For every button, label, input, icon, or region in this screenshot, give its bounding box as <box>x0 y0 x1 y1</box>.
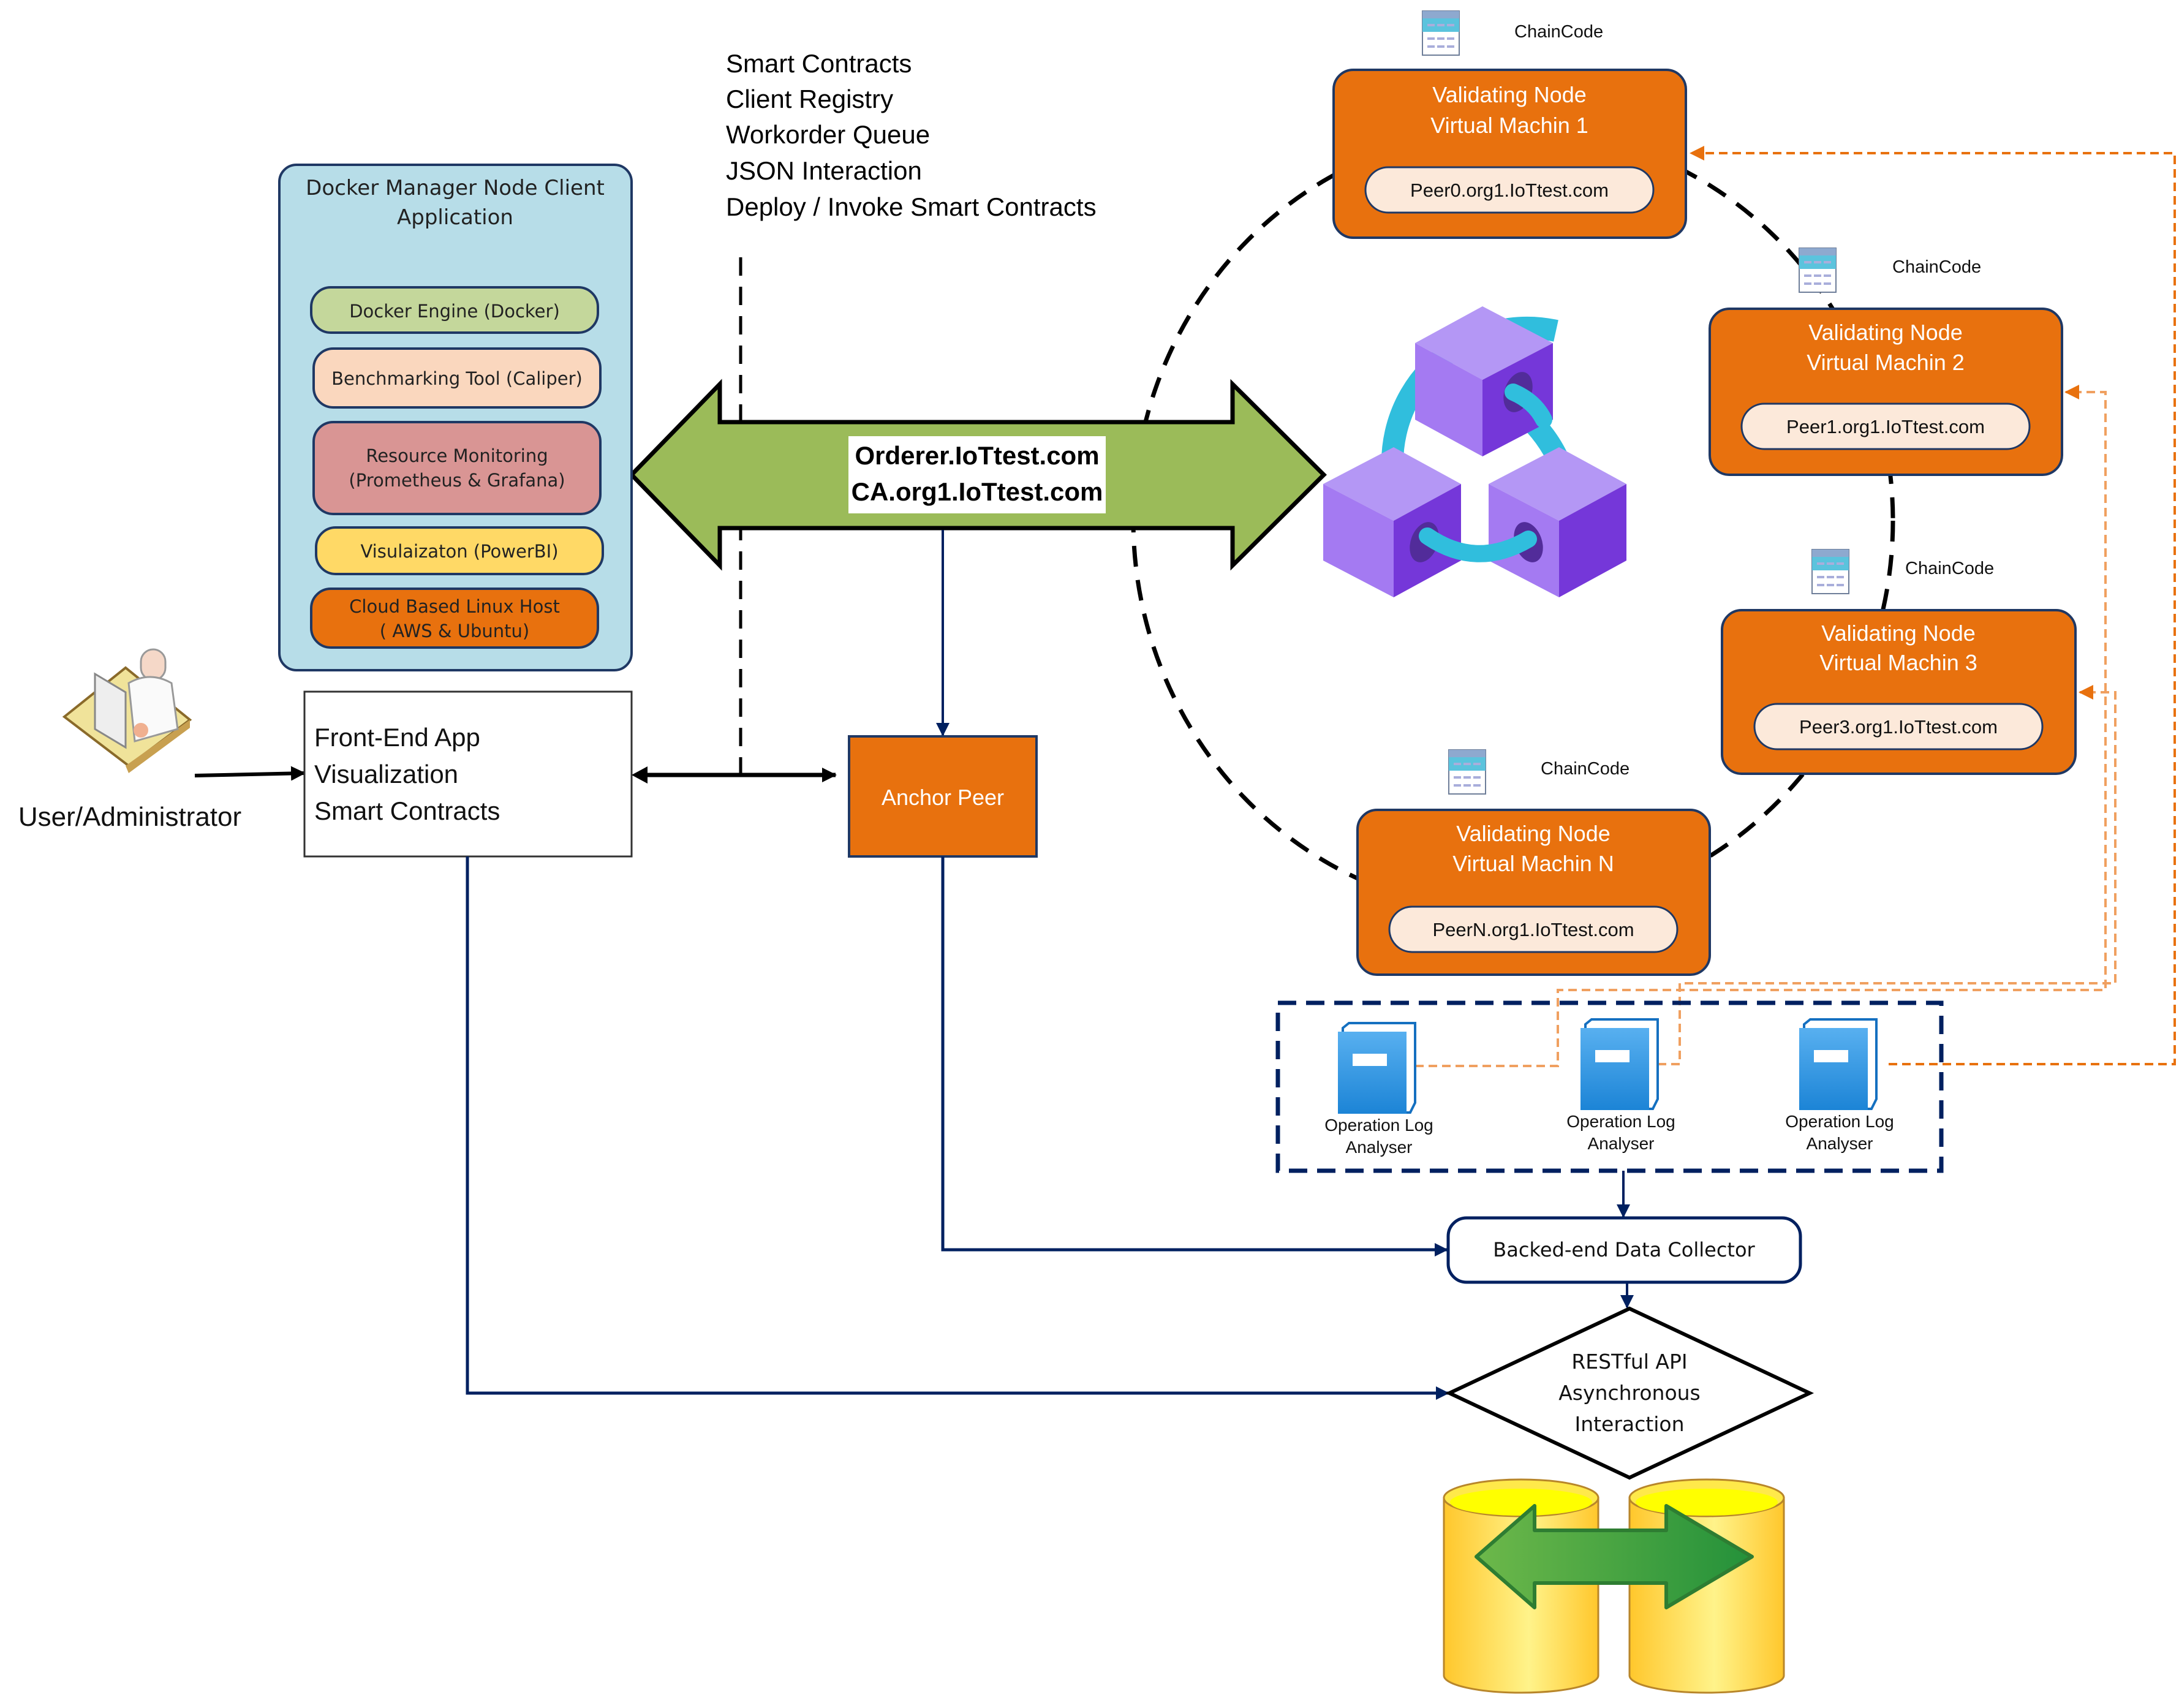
layer-label: Cloud Based Linux Host <box>349 596 560 617</box>
chaincode-badge: ChainCode <box>1422 10 1603 56</box>
api-line: RESTful API <box>1571 1350 1687 1374</box>
log-analyser-2: Operation Log Analyser <box>1566 1018 1675 1153</box>
log-analyser-3: Operation Log Analyser <box>1785 1018 1894 1153</box>
layer-cloud-linux-host: Cloud Based Linux Host ( AWS & Ubuntu) <box>310 588 599 649</box>
log-analyser-label: Operation Log <box>1785 1112 1894 1131</box>
layer-visualization: Visulaizaton (PowerBI) <box>315 526 604 575</box>
front-end-line: Smart Contracts <box>314 796 500 825</box>
feature-item: Client Registry <box>726 85 893 113</box>
node-title: Validating Node <box>1456 821 1611 846</box>
sync-double-arrow <box>1475 1504 1754 1609</box>
data-collector-label: Backed-end Data Collector <box>1493 1238 1755 1261</box>
node-title: Validating Node <box>1808 320 1963 345</box>
feature-item: Workorder Queue <box>726 120 930 149</box>
data-collector-box: Backed-end Data Collector <box>1446 1216 1802 1284</box>
database-sync-icon <box>1443 1478 1785 1694</box>
log-analyser-label: Operation Log <box>1324 1116 1433 1135</box>
log-book-icon <box>1338 1022 1416 1114</box>
node-vm-label: Virtual Machin 1 <box>1430 113 1588 138</box>
layer-label: Resource Monitoring <box>366 445 548 466</box>
peer-pill <box>1740 402 2031 450</box>
user-to-frontend-arrow <box>194 766 306 781</box>
docker-manager-title-line1: Docker Manager Node Client <box>306 176 605 200</box>
peer-address: Peer1.org1.IoTtest.com <box>1786 416 1985 437</box>
layer-label: Docker Engine (Docker) <box>349 301 560 322</box>
database-cylinder-right <box>1628 1478 1785 1694</box>
log-book-icon <box>1799 1018 1878 1110</box>
chaincode-badge: ChainCode <box>1799 248 1981 293</box>
anchor-peer-label: Anchor Peer <box>882 785 1004 810</box>
feature-item: Smart Contracts <box>726 49 912 78</box>
api-line: Asynchronous <box>1558 1381 1701 1405</box>
chaincode-badge: ChainCode <box>1448 749 1630 795</box>
layer-label: ( AWS & Ubuntu) <box>380 621 529 641</box>
peer-pill <box>1364 166 1655 214</box>
log-feedback-lines <box>1415 146 2176 1067</box>
docker-manager-title-line2: Application <box>397 205 513 230</box>
feature-item: JSON Interaction <box>726 156 922 185</box>
api-line: Interaction <box>1574 1412 1684 1436</box>
restful-api-decision: RESTful API Asynchronous Interaction <box>1444 1306 1815 1480</box>
anchor-peer-box: Anchor Peer <box>848 735 1038 858</box>
chaincode-badge: ChainCode <box>1811 549 1994 594</box>
peer-address: PeerN.org1.IoTtest.com <box>1432 919 1634 940</box>
frontend-to-api-line <box>466 856 1449 1400</box>
front-end-line: Visualization <box>314 760 458 788</box>
layer-resource-monitoring: Resource Monitoring (Prometheus & Grafan… <box>312 421 602 515</box>
validating-node-1: Validating Node Virtual Machin 1 Peer0.o… <box>1332 69 1687 239</box>
validating-node-3: Validating Node Virtual Machin 3 Peer3.o… <box>1721 609 2077 775</box>
chaincode-label: ChainCode <box>1541 759 1630 779</box>
orderer-label-line1: Orderer.IoTtest.com <box>855 441 1099 470</box>
node-vm-label: Virtual Machin 2 <box>1807 350 1964 375</box>
node-vm-label: Virtual Machin N <box>1452 851 1614 876</box>
orderer-label-line2: CA.org1.IoTtest.com <box>852 477 1103 506</box>
node-vm-label: Virtual Machin 3 <box>1819 650 1977 675</box>
log-analyser-label: Analyser <box>1588 1134 1655 1153</box>
chaincode-label: ChainCode <box>1892 257 1981 277</box>
chaincode-label: ChainCode <box>1905 559 1994 578</box>
log-analyser-label: Analyser <box>1346 1138 1413 1157</box>
log-book-icon <box>1580 1018 1659 1110</box>
log-analyser-1: Operation Log Analyser <box>1324 1022 1433 1157</box>
front-end-line: Front-End App <box>314 723 480 752</box>
chaincode-table-icon <box>1811 549 1849 594</box>
chaincode-table-icon <box>1799 248 1837 293</box>
chaincode-table-icon <box>1448 749 1486 795</box>
peer-address: Peer3.org1.IoTtest.com <box>1799 716 1998 738</box>
layer-docker-engine: Docker Engine (Docker) <box>310 286 599 334</box>
user-label: User/Administrator <box>18 802 241 832</box>
layer-benchmarking-tool: Benchmarking Tool (Caliper) <box>312 347 602 409</box>
chaincode-table-icon <box>1422 10 1460 56</box>
log-analyser-label: Analyser <box>1807 1134 1873 1153</box>
user-at-computer-icon <box>62 648 192 773</box>
log-analyser-group <box>1275 1000 1944 1173</box>
feature-item: Deploy / Invoke Smart Contracts <box>726 192 1097 221</box>
node-title: Validating Node <box>1432 82 1587 107</box>
validating-node-n: Validating Node Virtual Machin N PeerN.o… <box>1356 809 1711 976</box>
log-analyser-label: Operation Log <box>1566 1112 1675 1131</box>
node-title: Validating Node <box>1821 621 1976 646</box>
docker-manager-node: Docker Manager Node Client Application D… <box>278 164 633 671</box>
layer-label: Benchmarking Tool (Caliper) <box>331 368 583 389</box>
front-end-app-box: Front-End App Visualization Smart Contra… <box>303 690 633 858</box>
arrowhead-left <box>632 766 648 784</box>
peer-pill <box>1753 703 2044 750</box>
peer-pill <box>1388 905 1679 953</box>
chaincode-label: ChainCode <box>1514 22 1603 42</box>
peer-address: Peer0.org1.IoTtest.com <box>1410 179 1609 201</box>
layer-label: (Prometheus & Grafana) <box>349 470 565 491</box>
anchor-to-collector-line <box>941 856 1448 1256</box>
blockchain-cubes-icon <box>1323 306 1626 597</box>
smart-contract-feature-list: Smart Contracts Client Registry Workorde… <box>726 49 1097 221</box>
layer-label: Visulaizaton (PowerBI) <box>360 541 558 562</box>
orderer-label-box <box>848 436 1106 513</box>
validating-node-2: Validating Node Virtual Machin 2 Peer1.o… <box>1709 308 2063 476</box>
